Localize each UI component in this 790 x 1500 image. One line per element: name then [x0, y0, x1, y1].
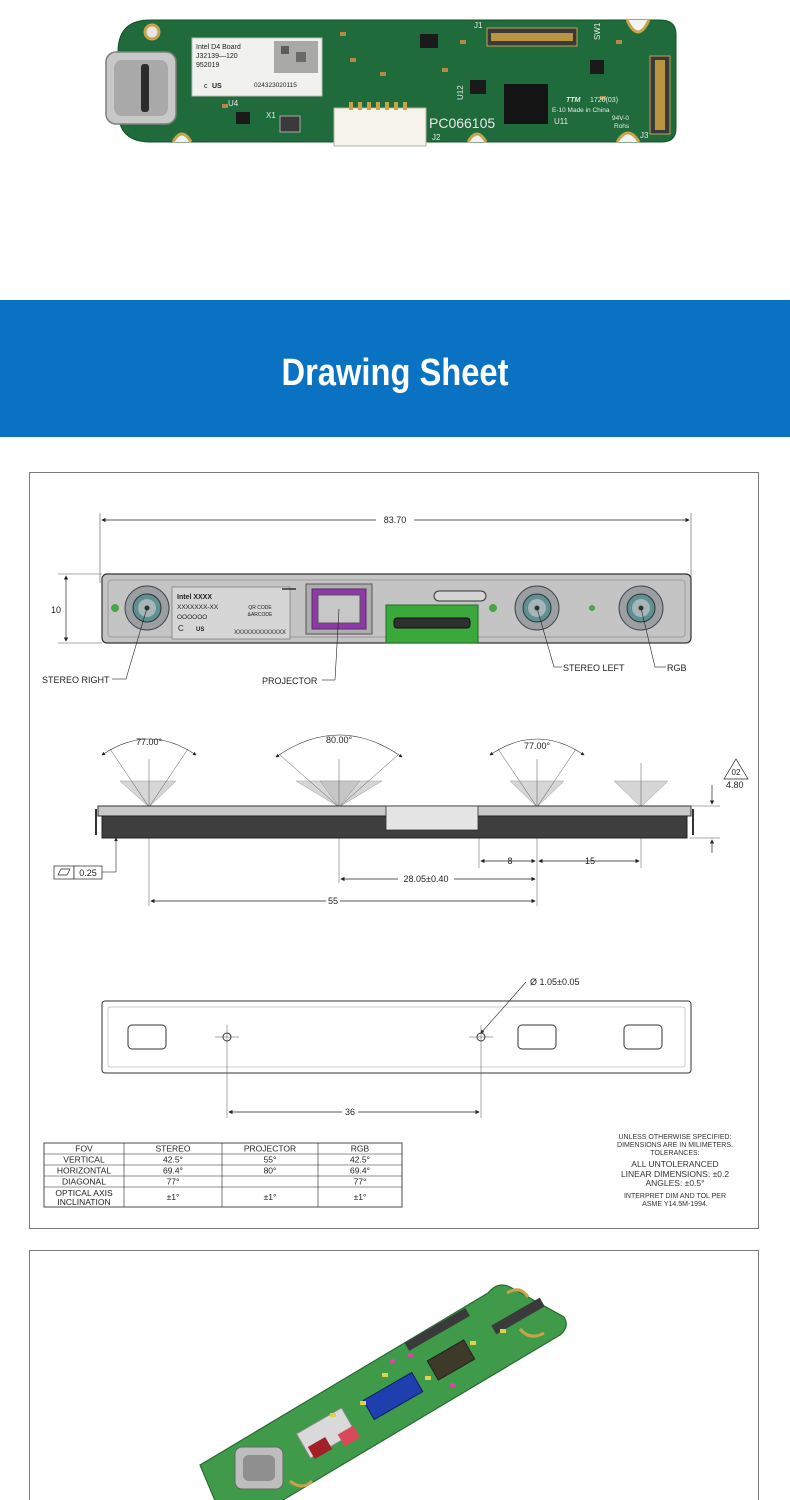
- table-header-cell: RGB: [351, 1144, 370, 1154]
- table-cell: 69.4°: [163, 1166, 183, 1176]
- note-line: ASME Y14.5M-1994.: [642, 1201, 708, 1208]
- silk-u4: U4: [228, 99, 239, 108]
- silk-j1: J1: [474, 21, 483, 30]
- dim-15: 15: [585, 856, 595, 866]
- dim-8: 8: [507, 856, 512, 866]
- dim-stereo-fov-2: 77.00°: [524, 741, 551, 751]
- silk-x1: X1: [266, 111, 276, 120]
- table-cell: HORIZONTAL: [57, 1166, 111, 1176]
- sticker-serial: 024323020115: [254, 82, 297, 89]
- table-cell: 42.5°: [163, 1155, 183, 1165]
- note-line: TOLERANCES:: [650, 1150, 699, 1157]
- table-border: [43, 1142, 403, 1208]
- module-label-line4: XXXXXXXXXXXXX: [234, 630, 286, 636]
- module-label-qr1: QR CODE: [248, 605, 272, 611]
- silk-made: E-10 Made in China: [552, 107, 610, 114]
- silk-sw1: SW1: [593, 22, 602, 40]
- dim-overall-length: 83.70: [384, 515, 407, 525]
- drawing-sheet: 83.70 10 Intel XXXX XXXXXXX-XX OOOOOO C …: [29, 472, 759, 1229]
- silk-rating: 94V-0: [612, 115, 629, 122]
- svg-text:US: US: [212, 83, 222, 90]
- table-cell: 80°: [264, 1166, 277, 1176]
- note-line: ANGLES: ±0.5°: [645, 1178, 704, 1188]
- silk-date: 1720(03): [590, 97, 618, 104]
- table-header-cell: PROJECTOR: [244, 1144, 296, 1154]
- silk-j2: J2: [432, 133, 441, 142]
- table-cell: DIAGONAL: [62, 1177, 106, 1187]
- section-title: Drawing Sheet: [281, 352, 509, 394]
- silk-ttm: TTM: [566, 97, 581, 104]
- table-header-cell: STEREO: [156, 1144, 191, 1154]
- note-line: INTERPRET DIM AND TOL PER: [624, 1193, 726, 1200]
- callout-stereo-left: STEREO LEFT: [563, 663, 625, 673]
- datum-tag: 02: [732, 768, 741, 777]
- svg-text:C: C: [178, 624, 184, 633]
- table-cell: ±1°: [264, 1192, 277, 1202]
- module-label-qr2: &ARCODE: [248, 612, 273, 618]
- dim-hole: Ø 1.05±0.05: [530, 977, 579, 987]
- table-cell: ±1°: [167, 1192, 180, 1202]
- table-cell: 69.4°: [350, 1166, 370, 1176]
- module-label-us: US: [196, 627, 204, 633]
- dim-36: 36: [345, 1107, 355, 1117]
- note-line: ALL UNTOLERANCED: [631, 1159, 718, 1169]
- top-view: 77.00° 80.00° 77.00°: [53, 734, 749, 906]
- module-label-line1: Intel XXXX: [177, 594, 212, 601]
- table-cell: 42.5°: [350, 1155, 370, 1165]
- bottom-view: Ø 1.05±0.05 36: [101, 977, 692, 1118]
- dim-55: 55: [328, 896, 338, 906]
- note-line: DIMENSIONS ARE IN MILIMETERS.: [617, 1142, 733, 1149]
- silk-j3: J3: [640, 131, 649, 140]
- table-cell: ±1°: [354, 1192, 367, 1202]
- dim-stereo-fov: 77.00°: [136, 737, 163, 747]
- sticker-line2: J32139—120: [196, 53, 238, 60]
- table-cell: 55°: [264, 1155, 277, 1165]
- dim-28: 28.05±0.40: [404, 874, 449, 884]
- dim-flatness: 0.25: [79, 868, 97, 878]
- section-banner: Drawing Sheet: [0, 300, 790, 437]
- fov-table: FOV STEREO PROJECTOR RGB VERTICAL 42.5° 55° 42.…: [43, 1142, 403, 1208]
- table-cell: 77°: [354, 1177, 367, 1187]
- dim-projector-fov: 80.00°: [326, 735, 353, 745]
- note-line: LINEAR DIMENSIONS: ±0.2: [621, 1169, 729, 1179]
- general-notes: UNLESS OTHERWISE SPECIFIED:DIMENSIONS AR…: [617, 1134, 733, 1208]
- callout-projector: PROJECTOR: [262, 676, 318, 686]
- silk-u11: U11: [554, 117, 569, 126]
- module-label-line3: OOOOOO: [177, 614, 207, 621]
- table-cell: VERTICAL: [63, 1155, 105, 1165]
- silk-u12: U12: [456, 85, 465, 100]
- dim-thickness: 4.80: [726, 780, 744, 790]
- front-view: 83.70 10 Intel XXXX XXXXXXX-XX OOOOOO C …: [42, 513, 692, 686]
- dim-height: 10: [51, 605, 61, 615]
- module-label-line2: XXXXXXX-XX: [177, 604, 219, 611]
- sticker-line3: 952019: [196, 62, 219, 69]
- table-header-cell: FOV: [75, 1144, 93, 1154]
- callout-stereo-right: STEREO RIGHT: [42, 675, 110, 685]
- part-number: PC066105: [429, 115, 495, 131]
- pcb-isometric-render: [29, 1250, 759, 1500]
- svg-text:c: c: [204, 83, 208, 90]
- silk-rohs: Rohs: [614, 123, 630, 130]
- sticker-line1: Intel D4 Board: [196, 44, 241, 51]
- pcb-photo: Intel D4 Board J32139—120 952019 c US 02…: [0, 0, 790, 300]
- callout-rgb: RGB: [667, 663, 687, 673]
- table-cell: 77°: [167, 1177, 180, 1187]
- note-line: UNLESS OTHERWISE SPECIFIED:: [618, 1134, 731, 1141]
